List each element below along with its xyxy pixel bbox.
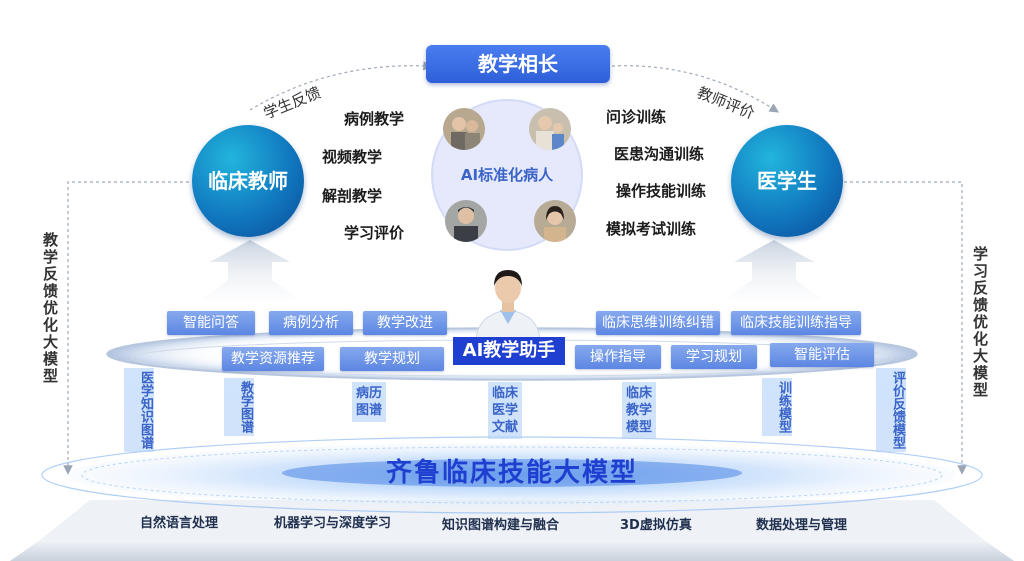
left-circle: 临床教师 (192, 125, 304, 237)
tech-label: 3D虚拟仿真 (620, 518, 692, 533)
right-circle-label: 医学生 (757, 169, 817, 193)
pillar-clinical-teaching-model: 临床教学模型 (622, 382, 656, 439)
right-item: 问诊训练 (606, 108, 667, 126)
assistant-label-text: AI教学助手 (462, 340, 556, 361)
tag-resource-recommend[interactable]: 教学资源推荐 (222, 347, 324, 371)
title-banner: 教学相长 (426, 45, 610, 83)
assistant-avatar (470, 264, 546, 341)
pillar-teaching-graph: 教学图谱 (224, 378, 254, 436)
pillar-medical-knowledge-graph: 医学知识图谱 (124, 368, 154, 452)
patient-avatar (445, 200, 487, 242)
tag-clinical-thinking[interactable]: 临床思维训练纠错 (596, 311, 720, 335)
tag-learning-plan[interactable]: 学习规划 (671, 345, 757, 369)
right-item: 模拟考试训练 (606, 220, 697, 238)
tech-label: 自然语言处理 (140, 516, 219, 531)
left-item: 视频教学 (322, 148, 383, 166)
tag-teaching-plan[interactable]: 教学规划 (340, 347, 444, 371)
tag-clinical-skill[interactable]: 临床技能训练指导 (731, 311, 861, 335)
left-side-label: 教学反馈优化大模型 (41, 232, 59, 385)
left-item: 解剖教学 (322, 187, 383, 205)
tag-smart-qa[interactable]: 智能问答 (167, 311, 255, 335)
base-title: 齐鲁临床技能大模型 (385, 458, 638, 488)
right-item: 操作技能训练 (616, 182, 707, 200)
pillar-evaluation-feedback-model: 评价反馈模型 (876, 368, 906, 452)
title-text: 教学相长 (478, 52, 558, 76)
patient-avatar (529, 108, 571, 150)
patient-avatar (443, 108, 485, 150)
tech-label: 知识图谱构建与融合 (442, 518, 560, 533)
pillar-training-model: 训练模型 (762, 378, 792, 436)
assistant-label: AI教学助手 (453, 337, 565, 365)
patient-avatar (534, 200, 576, 242)
left-circle-label: 临床教师 (208, 169, 288, 193)
center-label: AI标准化病人 (460, 166, 554, 184)
tag-case-analysis[interactable]: 病例分析 (269, 311, 353, 335)
left-item: 病例教学 (344, 110, 405, 128)
tag-teaching-improvement[interactable]: 教学改进 (363, 311, 447, 335)
tag-operation-guide[interactable]: 操作指导 (575, 345, 661, 369)
pillar-clinical-literature: 临床医学文献 (488, 382, 522, 439)
right-item: 医患沟通训练 (614, 145, 705, 163)
right-circle: 医学生 (731, 125, 843, 237)
tag-smart-evaluation[interactable]: 智能评估 (770, 343, 874, 367)
left-item: 学习评价 (344, 224, 405, 242)
pillar-case-graph: 病历图谱 (352, 382, 386, 422)
right-side-label: 学习反馈优化大模型 (971, 246, 989, 399)
tech-label: 机器学习与深度学习 (274, 516, 392, 531)
tech-label: 数据处理与管理 (756, 518, 848, 533)
